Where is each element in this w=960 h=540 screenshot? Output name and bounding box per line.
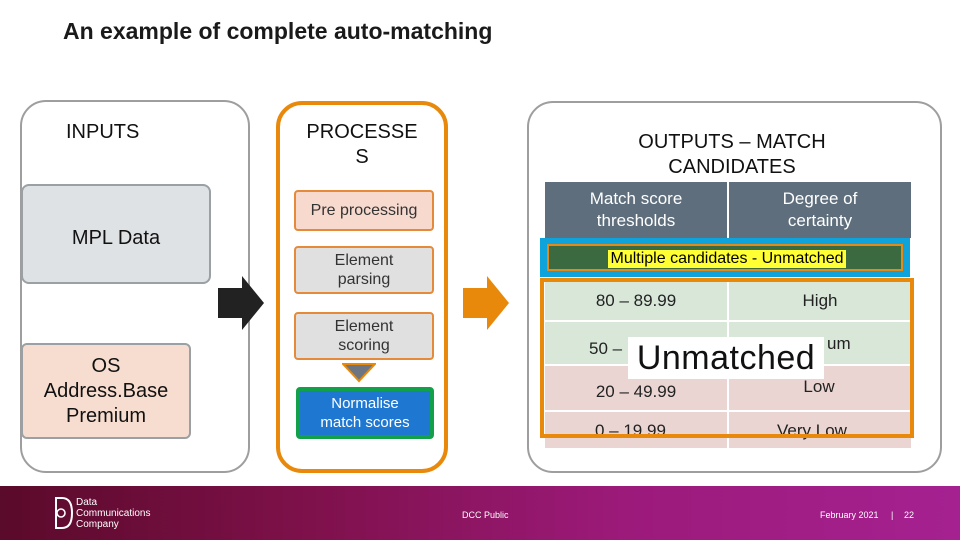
footer-separator: | <box>891 510 894 520</box>
flow-arrow-icon <box>218 276 264 330</box>
row2-certainty: um <box>827 334 851 353</box>
classification-label: DCC Public <box>462 510 509 520</box>
slide-title: An example of complete auto-matching <box>63 18 493 44</box>
processes-heading-line1: PROCESSE <box>306 121 418 143</box>
row2-score: 50 – <box>589 339 623 358</box>
outputs-heading-line1: OUTPUTS – MATCH <box>638 131 826 153</box>
header-score-line2: thresholds <box>596 211 676 230</box>
processes-heading: PROCESSE S <box>280 120 444 170</box>
dcc-logo-text: Data Communications Company <box>76 497 150 530</box>
footer-bar <box>0 486 960 540</box>
processes-panel <box>276 101 448 473</box>
flow-arrow-orange-icon <box>463 276 509 330</box>
outputs-heading-line2: CANDIDATES <box>668 156 796 178</box>
element-scoring-line2: scoring <box>338 337 390 354</box>
os-addressbase-box: OS Address.Base Premium <box>21 343 191 439</box>
unmatched-frame <box>540 278 914 438</box>
row3-score: 20 – 49.99 <box>595 382 677 401</box>
element-scoring-line1: Element <box>334 318 394 335</box>
logo-line3: Company <box>76 519 119 530</box>
multiple-candidates-label: Multiple candidates - Unmatched <box>548 246 906 271</box>
os-label-line2: Address.Base <box>43 379 169 402</box>
inputs-heading: INPUTS <box>66 121 140 143</box>
os-label-line1: OS <box>91 354 121 377</box>
row1-certainty: High <box>802 291 838 310</box>
header-certainty-line1: Degree of <box>782 189 858 208</box>
footer-date: February 2021 <box>820 510 879 520</box>
logo-line1: Data <box>76 497 98 508</box>
dcc-logo-icon <box>55 497 74 529</box>
multiple-candidates-text: Multiple candidates - Unmatched <box>608 249 846 268</box>
element-parsing-line2: parsing <box>337 271 391 288</box>
os-label-line3: Premium <box>65 404 146 427</box>
table-row: Very Low <box>729 412 911 448</box>
row3-certainty: Low <box>803 377 835 396</box>
triangle-down-icon <box>342 363 376 383</box>
pre-processing-label: Pre processing <box>310 202 418 219</box>
normalise-line1: Normalise <box>331 395 399 412</box>
table-row: 80 – 89.99 <box>545 282 727 320</box>
row1-score: 80 – 89.99 <box>595 291 677 310</box>
table-header-score: Match score thresholds <box>545 182 727 238</box>
normalise-step: Normalise match scores <box>296 387 434 439</box>
pre-processing-step: Pre processing <box>294 190 434 231</box>
logo-line2: Communications <box>76 508 151 519</box>
table-row: High <box>729 282 911 320</box>
table-header-certainty: Degree of certainty <box>729 182 911 238</box>
outputs-panel <box>527 101 942 473</box>
normalise-line2: match scores <box>320 414 410 431</box>
processes-heading-line2: S <box>355 146 369 168</box>
element-parsing-step: Element parsing <box>294 246 434 294</box>
header-score-line1: Match score <box>589 189 683 208</box>
header-certainty-line2: certainty <box>787 211 853 230</box>
element-scoring-step: Element scoring <box>294 312 434 360</box>
outputs-heading: OUTPUTS – MATCH CANDIDATES <box>570 130 894 180</box>
element-parsing-line1: Element <box>334 252 394 269</box>
mpl-data-box: MPL Data <box>21 184 211 284</box>
page-number: 22 <box>904 510 915 520</box>
unmatched-label: Unmatched <box>628 337 824 379</box>
table-row: 0 – 19.99 <box>545 412 727 448</box>
mpl-data-label: MPL Data <box>71 226 161 249</box>
